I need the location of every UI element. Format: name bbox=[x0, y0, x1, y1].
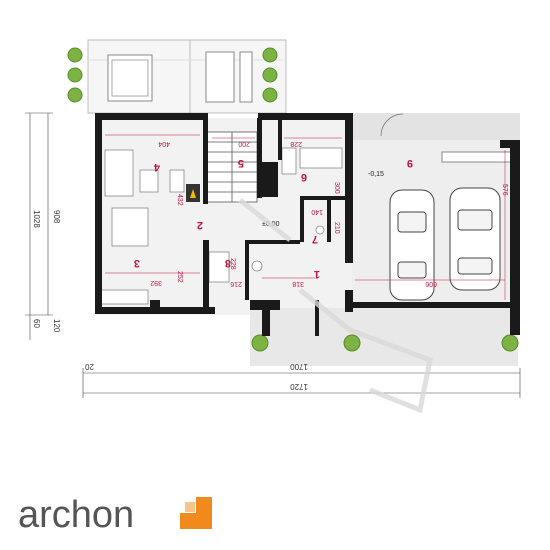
dim-kitchen-width: 392 bbox=[150, 279, 162, 286]
level-garage: -0,15 bbox=[368, 171, 384, 178]
dim-hall-width: 318 bbox=[292, 280, 304, 287]
fireplace-flame bbox=[190, 189, 196, 198]
overall-depth-4: 60 bbox=[32, 319, 41, 328]
overall-width-2: 1720 bbox=[290, 382, 308, 391]
dim-bath-depth: 228 bbox=[229, 258, 236, 270]
office-sofa bbox=[281, 147, 297, 175]
wc-toilet bbox=[315, 225, 325, 235]
room-number-3: 3 bbox=[134, 257, 140, 269]
room-number-5: 5 bbox=[238, 157, 244, 169]
office-desk bbox=[299, 147, 343, 169]
brand-logo: archon bbox=[18, 494, 212, 536]
toilet bbox=[251, 260, 263, 272]
terrace bbox=[87, 39, 287, 114]
dining-table bbox=[111, 207, 149, 247]
dim-wc-depth: 210 bbox=[333, 222, 340, 234]
dim-stairs-width: 200 bbox=[238, 140, 250, 147]
trees bbox=[67, 47, 519, 352]
room-number-6: 6 bbox=[301, 171, 307, 183]
living-sofa bbox=[104, 149, 134, 197]
garage-apron bbox=[352, 113, 520, 140]
side-offset: 20 bbox=[85, 362, 94, 371]
dim-living-depth: 432 bbox=[176, 194, 183, 206]
watermark bbox=[238, 198, 433, 414]
dim-office-width: 228 bbox=[290, 140, 302, 147]
dim-kitchen-depth: 252 bbox=[176, 271, 183, 283]
dim-office-depth: 300 bbox=[333, 182, 340, 194]
dim-bath-width: 216 bbox=[230, 280, 242, 287]
terrace-table bbox=[107, 54, 153, 102]
overall-depth-2: 1028 bbox=[32, 210, 41, 228]
overall-depth-3: 120 bbox=[52, 319, 61, 333]
garage-door-swing bbox=[380, 113, 404, 137]
room-number-8: 8 bbox=[225, 257, 231, 269]
room-number-2: 2 bbox=[197, 219, 203, 231]
entrance-path bbox=[250, 308, 518, 366]
dim-living-width: 404 bbox=[158, 140, 170, 147]
cars bbox=[389, 187, 501, 301]
garage-shelf bbox=[441, 151, 515, 163]
furniture bbox=[97, 147, 343, 305]
room-number-7: 7 bbox=[312, 233, 318, 245]
dim-wc-width: 140 bbox=[311, 208, 323, 215]
staircase bbox=[206, 131, 258, 203]
dim-garage-depth: 576 bbox=[501, 184, 508, 196]
car-right bbox=[449, 187, 501, 291]
dimension-lines bbox=[25, 112, 521, 398]
brand-name: archon bbox=[18, 494, 134, 536]
overall-width-1: 1700 bbox=[290, 362, 308, 371]
room-number-1: 1 bbox=[314, 268, 320, 280]
dim-garage-width: 606 bbox=[425, 280, 437, 287]
overall-depth-1: 908 bbox=[52, 210, 61, 224]
kitchen-counter bbox=[97, 289, 149, 305]
room-number-4: 4 bbox=[153, 161, 160, 173]
terrace-lounger bbox=[205, 51, 235, 103]
room-number-9: 9 bbox=[407, 157, 413, 169]
walls bbox=[95, 113, 520, 336]
room-dimension-lines bbox=[105, 134, 506, 300]
